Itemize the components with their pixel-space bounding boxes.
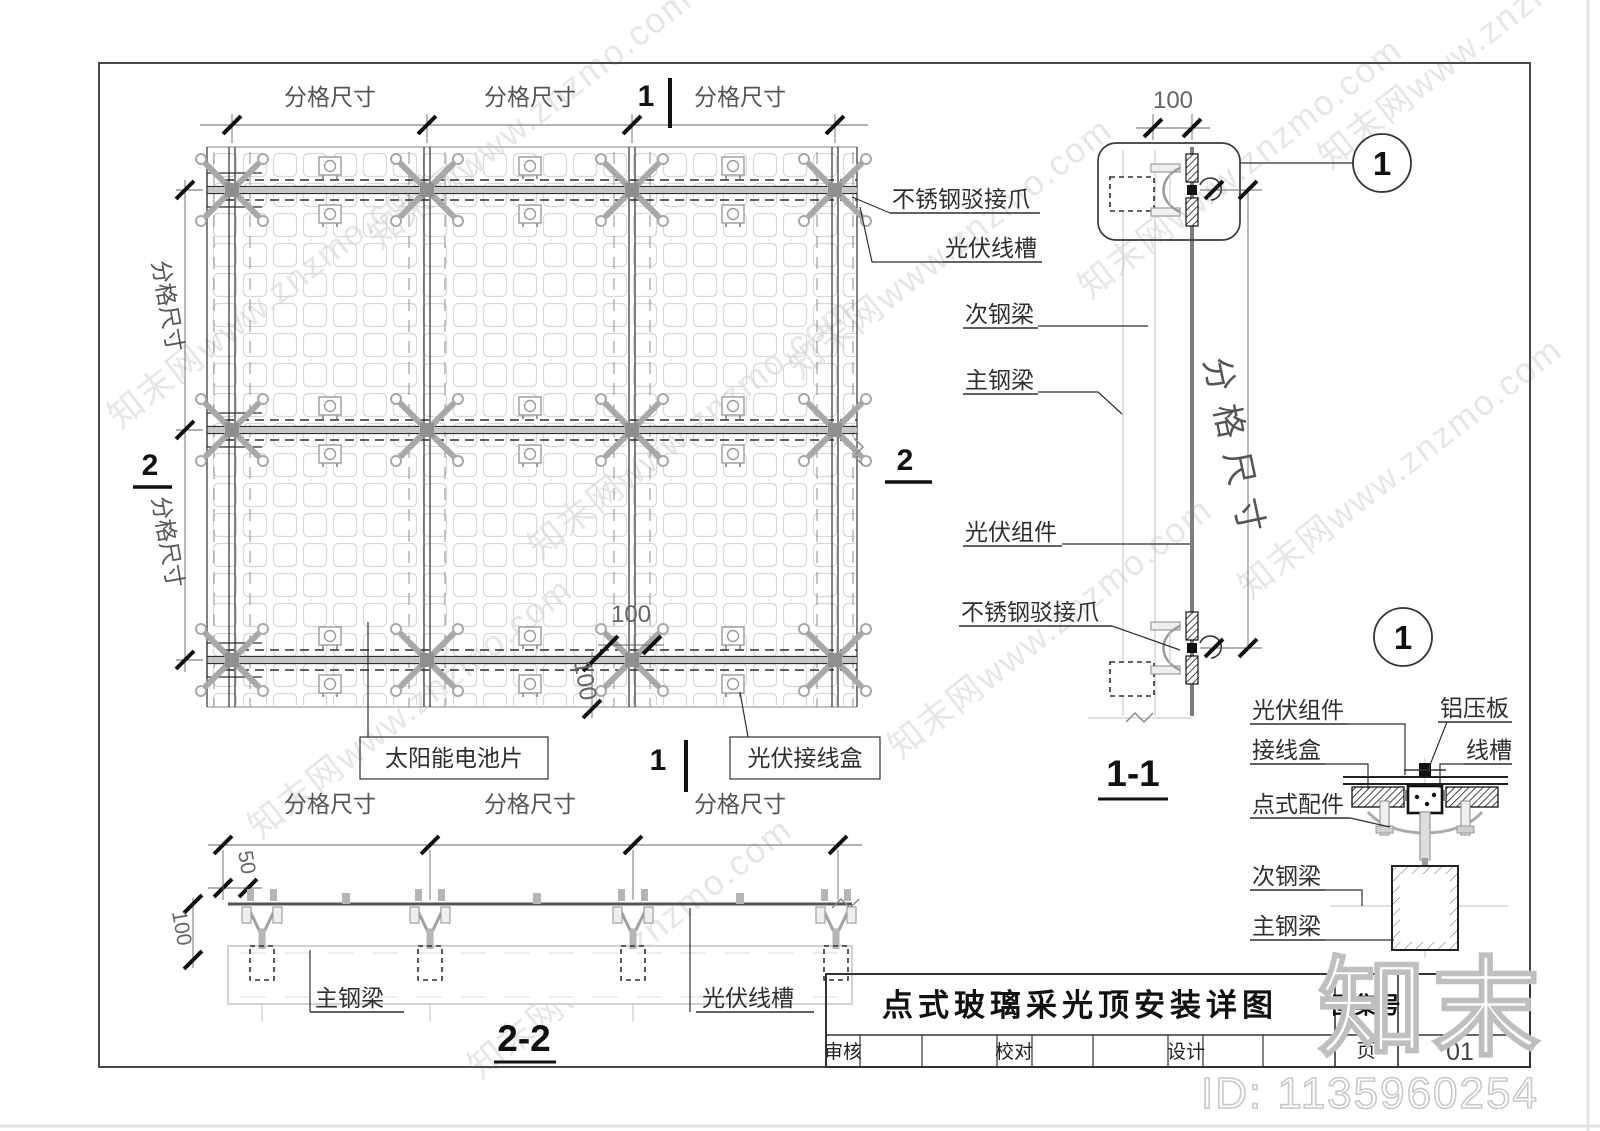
label-secondary-beam: 次钢梁	[965, 301, 1034, 327]
drawing-title: 点式玻璃采光顶安装详图	[882, 988, 1278, 1023]
title-block: 点式玻璃采光顶安装详图 图集号 审核 校对 设计 页 01	[824, 973, 1531, 1068]
label-pv-trough-plan: 光伏线槽	[945, 235, 1037, 261]
detail-bubble-number: 1	[1373, 145, 1391, 182]
watermark-text: 知末网www.znzmo.com	[1231, 330, 1570, 607]
dim-grid-size: 分格尺寸	[694, 84, 786, 110]
proofread-label: 校对	[995, 1041, 1033, 1063]
section-mark-2-right: 2	[897, 444, 914, 477]
dim-grid-size-left: 分格尺寸	[147, 258, 189, 353]
dim-grid-size: 分格尺寸	[284, 84, 376, 110]
section-title-1-1: 1-1	[1106, 753, 1159, 794]
label-spider-section: 不锈钢驳接爪	[961, 599, 1099, 625]
detail-1: 1 光伏组件 铝压板 接线盒 线槽 点式配件 次钢梁 主钢梁	[1250, 607, 1512, 958]
site-watermark: 知末 ID: 1135960254	[1200, 947, 1546, 1119]
label-pv-trough-22: 光伏线槽	[702, 985, 794, 1011]
label-box	[359, 736, 549, 780]
label-channel: 线槽	[1466, 737, 1512, 763]
dim-100-22: 100	[167, 909, 196, 948]
dim-grid-size: 分格尺寸	[484, 84, 576, 110]
label-pv-junction-box: 光伏接线盒	[748, 745, 863, 771]
label-spider-plan: 不锈钢驳接爪	[892, 186, 1030, 212]
label-pv-module: 光伏组件	[965, 519, 1057, 545]
detail-bubble-top	[1352, 133, 1412, 193]
dim-100-horizontal: 100	[611, 601, 651, 628]
spider-assembly-22	[240, 887, 284, 951]
detail-callout-box	[1097, 142, 1241, 241]
id-watermark: ID: 1135960254	[1201, 1069, 1539, 1118]
dim-grid-size-22: 分格尺寸	[694, 791, 786, 817]
dim-grid-size-left: 分格尺寸	[147, 494, 189, 589]
detail-bubble-bottom	[1373, 607, 1433, 667]
plan-view	[196, 146, 871, 708]
label-main-beam-detail: 主钢梁	[1252, 913, 1321, 939]
label-solar-cell: 太阳能电池片	[385, 745, 523, 771]
label-pv-module-detail: 光伏组件	[1252, 697, 1344, 723]
section-mark-2-left: 2	[142, 449, 159, 482]
point-fitting-arm	[1445, 786, 1499, 808]
spider-assembly-22	[814, 887, 858, 951]
detail-bubble-number: 1	[1394, 619, 1412, 656]
secondary-beam-section	[1109, 661, 1155, 697]
page-label: 页	[1356, 1041, 1375, 1062]
brand-watermark: 知末	[1318, 948, 1546, 1069]
label-main-beam: 主钢梁	[965, 367, 1034, 393]
section-mark-1-bottom: 1	[650, 744, 667, 777]
wire-channel-box	[1406, 784, 1444, 815]
secondary-beam-section	[1109, 176, 1155, 212]
label-al-plate: 铝压板	[1440, 695, 1509, 721]
design-label: 设计	[1167, 1041, 1205, 1063]
label-secondary-beam-detail: 次钢梁	[1252, 863, 1321, 889]
plan-annotations: 不锈钢驳接爪 光伏线槽 太阳能电池片 光伏接线盒	[359, 186, 1042, 780]
review-label: 审核	[824, 1041, 862, 1063]
atlas-no-label: 图集号	[1332, 992, 1401, 1018]
dim-100-top: 100	[1153, 87, 1193, 114]
label-junction-box: 接线盒	[1252, 737, 1321, 763]
label-point-fitting: 点式配件	[1252, 791, 1344, 817]
dim-50: 50	[233, 849, 260, 876]
point-fitting-arm	[1351, 786, 1405, 808]
label-main-beam-22: 主钢梁	[315, 985, 384, 1011]
section-title-2-2: 2-2	[497, 1018, 550, 1059]
page-number: 01	[1446, 1038, 1474, 1066]
label-box	[729, 736, 881, 780]
dim-grid-size-22: 分格尺寸	[284, 791, 376, 817]
dim-grid-size-22: 分格尺寸	[484, 791, 576, 817]
section-mark-1-top: 1	[638, 80, 655, 113]
